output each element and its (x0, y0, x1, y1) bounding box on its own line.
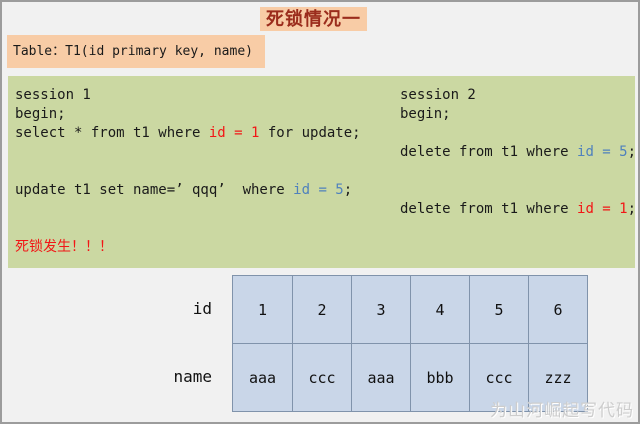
name-cell: aaa (351, 344, 410, 411)
table-definition-label: Table：T1(id primary key, name) (7, 35, 265, 68)
name-cell: bbb (410, 344, 469, 411)
id-cell: 3 (351, 276, 410, 343)
row-label-name: name (173, 367, 212, 386)
table-row-name: aaa ccc aaa bbb ccc zzz (233, 343, 587, 411)
name-cell: ccc (469, 344, 528, 411)
name-cell: ccc (292, 344, 351, 411)
id-cell: 1 (233, 276, 292, 343)
data-table: 1 2 3 4 5 6 aaa ccc aaa bbb ccc zzz (232, 275, 588, 412)
id-cell: 4 (410, 276, 469, 343)
table-row-id: 1 2 3 4 5 6 (233, 276, 587, 343)
page-title: 死锁情况一 (260, 7, 367, 31)
id-cell: 5 (469, 276, 528, 343)
name-cell: zzz (528, 344, 587, 411)
watermark-text: 为山河崛起写代码 (490, 401, 634, 421)
row-label-id: id (192, 299, 212, 318)
id-cell: 2 (292, 276, 351, 343)
id-cell: 6 (528, 276, 587, 343)
name-cell: aaa (233, 344, 292, 411)
